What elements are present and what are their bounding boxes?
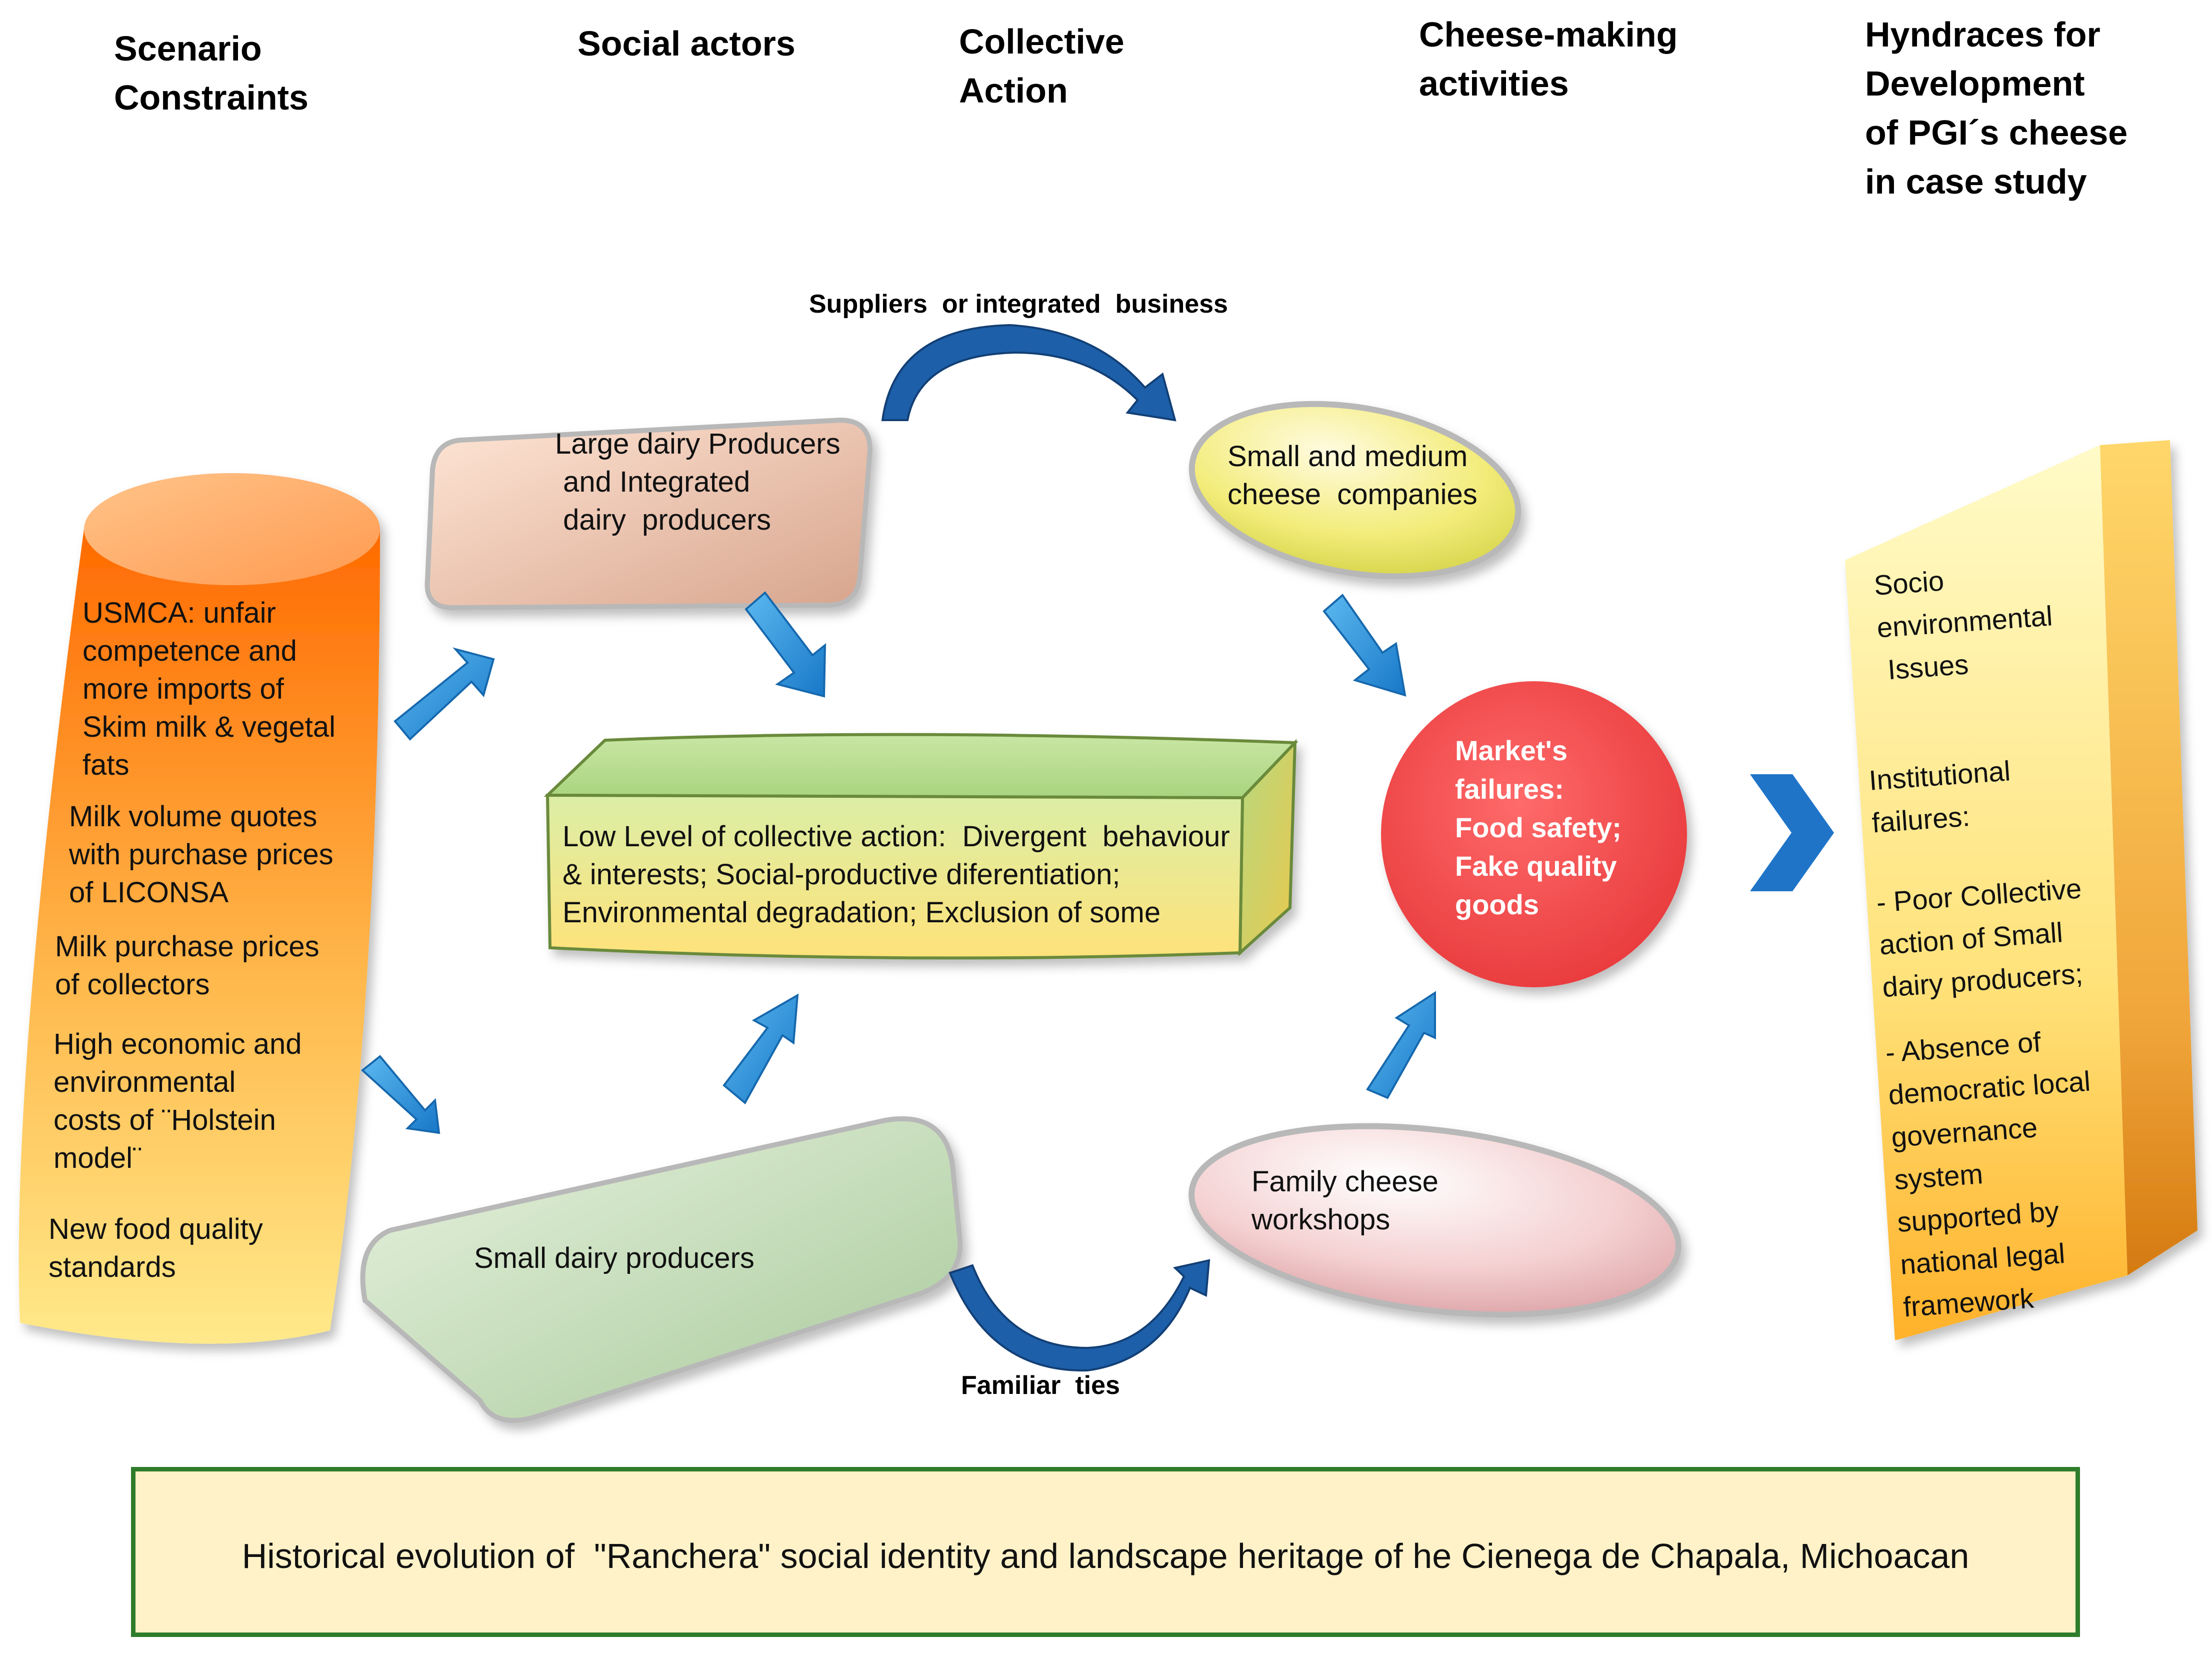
hyndraces-prism: [1845, 440, 2198, 1340]
family-workshops-oval: [1188, 1123, 1682, 1318]
small-producers-box: [360, 1116, 963, 1423]
absence-democratic-governance: - Absence of democratic local governance…: [1884, 1026, 2092, 1323]
header-scenario-constraints: Scenario Constraints: [114, 29, 308, 117]
scenario-constraints-cylinder: [18, 473, 380, 1344]
arrow-icon: [722, 993, 799, 1105]
arrow-icon: [1366, 991, 1436, 1099]
historical-evolution-box: Historical evolution of "Ranchera" socia…: [131, 1467, 2080, 1637]
constraint-holstein: High economic and environmental costs of…: [54, 1028, 302, 1174]
curved-arrow-icon: [881, 324, 1176, 422]
chevron-right-icon: [1750, 774, 1834, 891]
socio-environmental-issues: Socio environmental Issues: [1872, 565, 2054, 686]
small-medium-companies-oval: [1188, 401, 1522, 580]
collective-action-text: Low Level of collective action: Divergen…: [562, 820, 1230, 929]
header-cheese-making: Cheese-making activities: [1419, 15, 1678, 103]
curved-arrow-icon: [948, 1259, 1210, 1372]
market-failures-circle: [1381, 681, 1687, 987]
familiar-ties-label: Familiar ties: [961, 1371, 1120, 1400]
constraint-milk-prices: Milk purchase prices of collectors: [55, 930, 320, 1001]
arrow-icon: [744, 591, 826, 698]
constraint-milk-quotes: Milk volume quotes with purchase prices …: [69, 800, 334, 909]
header-social-actors: Social actors: [578, 24, 796, 63]
arrow-icon: [360, 1055, 440, 1134]
header-collective-action: Collective Action: [959, 22, 1124, 110]
institutional-failures: Institutional failures:: [1868, 755, 2012, 839]
header-hyndraces: Hyndraces for Development of PGI´s chees…: [1865, 15, 2128, 201]
large-producers-label: Large dairy Producers and Integrated dai…: [555, 428, 840, 536]
arrow-icon: [1322, 594, 1406, 697]
constraint-food-standards: New food quality standards: [48, 1213, 263, 1283]
small-producers-label: Small dairy producers: [474, 1242, 754, 1274]
arrow-icon: [394, 647, 495, 741]
collective-action-box: [544, 733, 1298, 960]
small-medium-companies-label: Small and medium cheese companies: [1228, 440, 1478, 511]
poor-collective-action: - Poor Collective action of Small dairy …: [1875, 872, 2084, 1003]
family-workshops-label: Family cheese workshops: [1252, 1165, 1438, 1236]
market-failures-text: Market's failures: Food safety; Fake qua…: [1455, 735, 1622, 920]
historical-evolution-text: Historical evolution of "Ranchera" socia…: [242, 1536, 1970, 1575]
constraint-usmca: USMCA: unfair competence and more import…: [82, 597, 336, 781]
large-producers-box: [424, 417, 873, 611]
suppliers-arc-label: Suppliers or integrated business: [809, 290, 1228, 319]
